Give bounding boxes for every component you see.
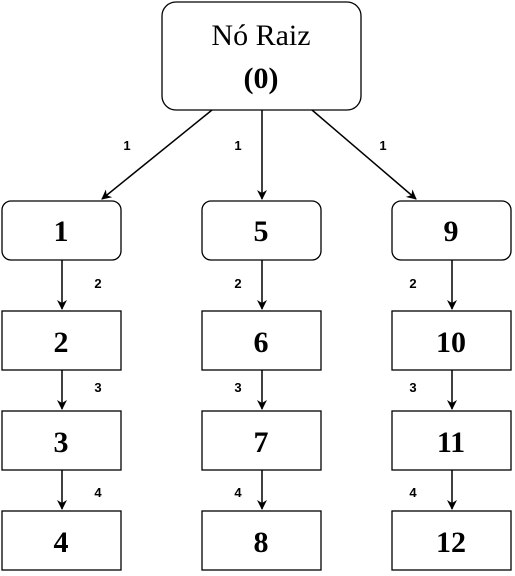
tree-node-label: 6 xyxy=(254,326,269,359)
tree-node xyxy=(1,310,122,371)
tree-node-label: 9 xyxy=(444,215,459,248)
root-node-title: Nó Raiz xyxy=(211,19,310,52)
tree-node xyxy=(391,510,512,571)
tree-node-label: 8 xyxy=(254,526,269,559)
edge-label: 3 xyxy=(409,380,416,395)
edge-label: 3 xyxy=(234,380,241,395)
root-node-index: (0) xyxy=(244,62,279,95)
edge-label: 2 xyxy=(94,276,101,291)
tree-node-label: 2 xyxy=(54,326,69,359)
edge-label: 3 xyxy=(94,380,101,395)
edge-label: 2 xyxy=(409,276,416,291)
tree-node-label: 11 xyxy=(437,426,465,459)
column-1: 1 2 2 3 3 4 4 xyxy=(1,200,122,571)
tree-node-label: 10 xyxy=(436,326,466,359)
edge-label-col2-level1: 1 xyxy=(234,138,241,153)
edge-label: 4 xyxy=(234,485,242,500)
edge-label: 4 xyxy=(409,485,417,500)
tree-node xyxy=(391,310,512,371)
edge-root-to-col3 xyxy=(311,109,417,200)
tree-node xyxy=(1,510,122,571)
edge-label-col3-level1: 1 xyxy=(379,138,386,153)
tree-node-label: 3 xyxy=(54,426,69,459)
root-node: Nó Raiz (0) xyxy=(161,1,362,111)
tree-node xyxy=(391,410,512,471)
tree-node-label: 12 xyxy=(436,526,466,559)
tree-node-label: 7 xyxy=(254,426,269,459)
tree-node-label: 4 xyxy=(54,526,69,559)
edge-label: 4 xyxy=(94,485,102,500)
column-3: 9 2 10 3 11 4 12 xyxy=(391,200,512,571)
edge-label-col1-level1: 1 xyxy=(123,138,130,153)
tree-node-label: 5 xyxy=(254,215,269,248)
tree-node xyxy=(201,310,322,371)
tree-node xyxy=(201,510,322,571)
tree-node-label: 1 xyxy=(54,215,69,248)
edge-root-to-col1 xyxy=(101,109,213,200)
edge-label: 2 xyxy=(234,276,241,291)
column-2: 5 2 6 3 7 4 8 xyxy=(201,200,322,571)
